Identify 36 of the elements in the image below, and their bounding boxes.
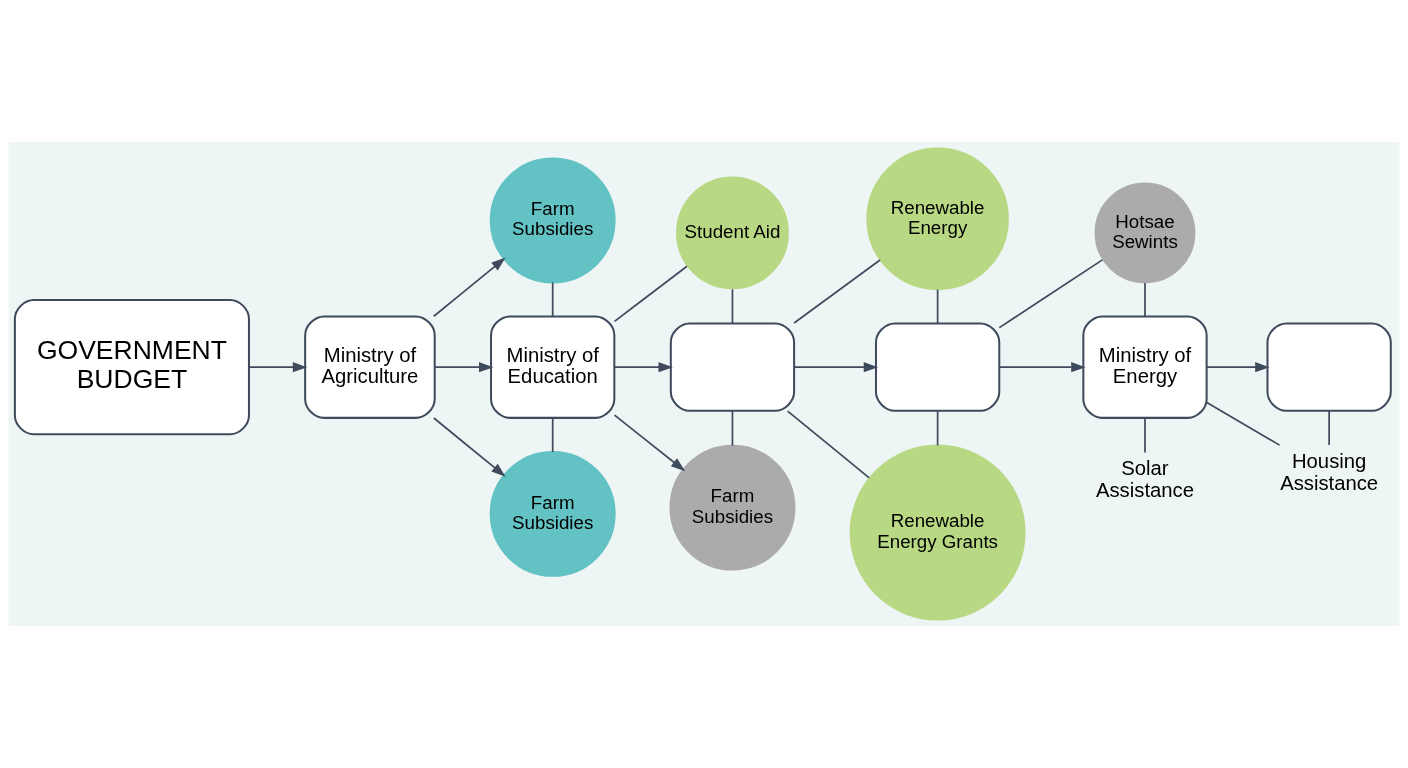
- connector: [551, 417, 554, 453]
- node-box: Ministry of Energy: [1082, 315, 1208, 419]
- connector: [1144, 282, 1146, 318]
- arrow: [248, 362, 308, 373]
- connector: [731, 410, 734, 447]
- node-box: [669, 322, 796, 412]
- connector: [1144, 417, 1146, 454]
- node-box: [1266, 322, 1392, 412]
- node-box: Ministry of Education: [490, 315, 616, 419]
- connector: [786, 410, 871, 479]
- arrow: [1205, 362, 1270, 373]
- arrow: [613, 414, 686, 472]
- node-circle: Renewable Energy: [866, 147, 1009, 291]
- node-box: GOVERNMENT BUDGET: [13, 299, 250, 436]
- connector: [936, 288, 939, 324]
- connector: [1328, 410, 1330, 446]
- arrow: [793, 362, 879, 373]
- node-circle: Hotsae Sewints: [1094, 182, 1196, 284]
- node-circle: Student Aid: [676, 176, 789, 290]
- connector: [551, 281, 554, 317]
- connector: [731, 288, 734, 324]
- arrow: [998, 362, 1086, 373]
- node-text: Solar Assistance: [1095, 457, 1194, 502]
- connector: [936, 410, 939, 447]
- node-text: Housing Assistance: [1280, 449, 1379, 494]
- node-box: Ministry of Agriculture: [304, 315, 436, 419]
- connector: [613, 265, 688, 323]
- arrow: [432, 417, 506, 477]
- connector: [793, 259, 881, 324]
- arrow: [432, 257, 506, 318]
- arrow: [613, 362, 673, 373]
- arrow: [433, 362, 494, 373]
- connector: [998, 259, 1104, 329]
- node-box: [874, 322, 1001, 412]
- connector: [1205, 401, 1281, 446]
- node-circle: Renewable Energy Grants: [849, 444, 1026, 621]
